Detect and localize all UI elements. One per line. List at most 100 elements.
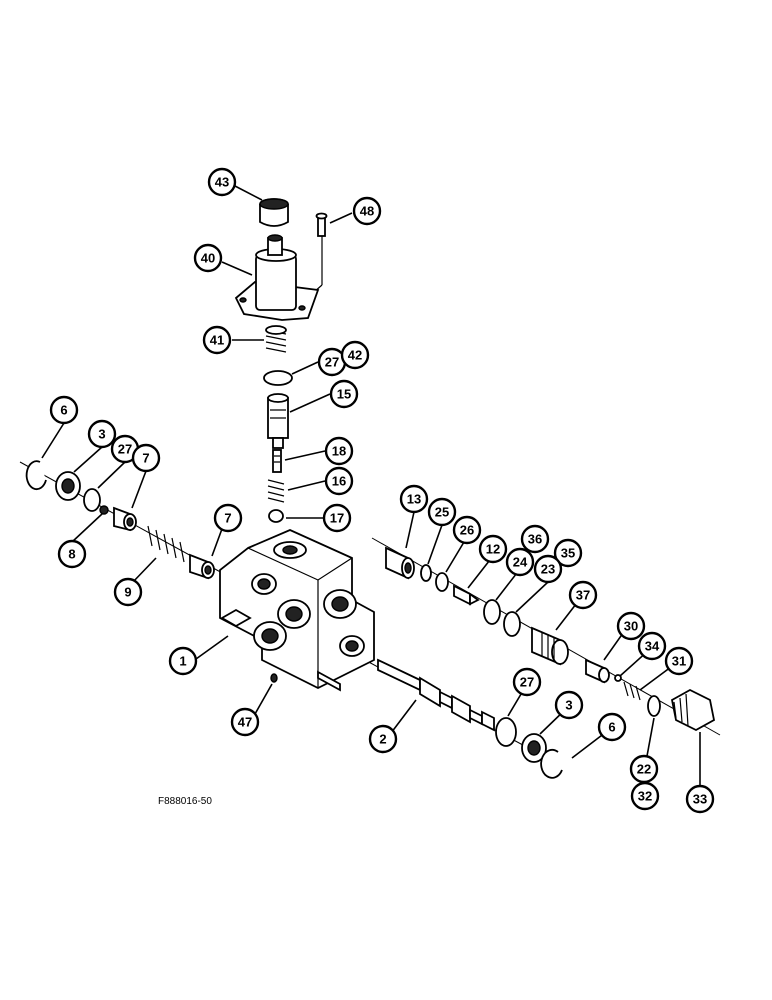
part-30-cap (585, 658, 610, 684)
part-16-spring (267, 479, 285, 503)
callout-bubbles: 43 48 40 41 27 42 15 18 16 17 6 3 27 7 8… (49, 167, 715, 814)
callout-9: 9 (113, 577, 143, 607)
svg-text:42: 42 (348, 348, 362, 363)
part-31-spring (623, 681, 641, 701)
callout-17: 17 (322, 503, 352, 533)
callout-6-lower: 6 (597, 712, 627, 742)
part-15-sleeve (267, 393, 289, 449)
callout-15: 15 (329, 379, 359, 409)
svg-text:23: 23 (541, 562, 555, 577)
callout-7-right: 7 (213, 503, 243, 533)
part-9-spring (147, 525, 185, 563)
callout-13: 13 (399, 484, 429, 514)
callout-23: 23 (533, 554, 563, 584)
svg-text:35: 35 (561, 546, 575, 561)
part-3-plug-left (55, 471, 81, 501)
callout-34: 34 (637, 631, 667, 661)
drawing-code-label: F888016-50 (158, 796, 212, 807)
svg-text:13: 13 (407, 492, 421, 507)
part-43-cap (259, 198, 289, 227)
part-17-poppet (268, 509, 284, 523)
part-1-valve-body (219, 529, 375, 692)
svg-text:36: 36 (528, 532, 542, 547)
part-27-oring-left (83, 488, 101, 512)
part-26-ring (435, 572, 449, 592)
svg-text:12: 12 (486, 542, 500, 557)
part-13-sleeve (385, 546, 415, 580)
callout-3-lower: 3 (554, 690, 584, 720)
part-7-seat-right (189, 553, 215, 580)
svg-text:47: 47 (238, 715, 252, 730)
part-40-solenoid (234, 234, 320, 321)
callout-48: 48 (352, 196, 382, 226)
svg-text:8: 8 (68, 547, 75, 562)
callout-42: 42 (340, 340, 370, 370)
svg-text:9: 9 (124, 585, 131, 600)
callout-32: 32 (630, 781, 660, 811)
callout-16: 16 (324, 466, 354, 496)
svg-text:48: 48 (360, 204, 374, 219)
callout-22: 22 (629, 754, 659, 784)
svg-text:16: 16 (332, 474, 346, 489)
callout-6-left: 6 (49, 395, 79, 425)
callout-8: 8 (57, 539, 87, 569)
callout-18: 18 (324, 436, 354, 466)
svg-text:33: 33 (693, 792, 707, 807)
callout-12: 12 (478, 534, 508, 564)
svg-text:34: 34 (645, 639, 660, 654)
svg-text:40: 40 (201, 251, 215, 266)
callout-27-left: 27 (110, 434, 140, 464)
callout-30: 30 (616, 611, 646, 641)
svg-text:27: 27 (325, 355, 339, 370)
callout-31: 31 (664, 646, 694, 676)
callout-43: 43 (207, 167, 237, 197)
part-23-ring (503, 611, 521, 637)
part-48-screw (304, 212, 328, 301)
part-25-ring (420, 564, 432, 582)
callout-7-left: 7 (131, 443, 161, 473)
svg-text:7: 7 (142, 451, 149, 466)
callout-41: 41 (202, 325, 232, 355)
part-12-poppet (453, 584, 480, 606)
callout-40: 40 (193, 243, 223, 273)
svg-text:41: 41 (210, 333, 224, 348)
part-7-seat-left (113, 506, 137, 532)
part-18-pin (272, 449, 282, 473)
svg-text:43: 43 (215, 175, 229, 190)
part-33-hex-plug (670, 688, 716, 732)
callout-26: 26 (452, 515, 482, 545)
svg-text:32: 32 (638, 789, 652, 804)
callout-33: 33 (685, 784, 715, 814)
svg-text:37: 37 (576, 588, 590, 603)
svg-text:27: 27 (118, 442, 132, 457)
svg-text:1: 1 (179, 654, 186, 669)
svg-text:18: 18 (332, 444, 346, 459)
callout-2: 2 (368, 724, 398, 754)
svg-text:17: 17 (330, 511, 344, 526)
part-2-spool (377, 658, 495, 732)
callout-37: 37 (568, 580, 598, 610)
svg-text:6: 6 (60, 403, 67, 418)
callout-1: 1 (168, 646, 198, 676)
svg-text:26: 26 (460, 523, 474, 538)
callout-47: 47 (230, 707, 260, 737)
svg-text:22: 22 (637, 762, 651, 777)
svg-text:27: 27 (520, 675, 534, 690)
part-41-spring (265, 325, 287, 353)
svg-text:7: 7 (224, 511, 231, 526)
svg-text:31: 31 (672, 654, 686, 669)
svg-text:15: 15 (337, 387, 351, 402)
part-6-snap-ring-left (25, 460, 47, 491)
part-37-plug (531, 626, 569, 666)
part-27-oring-top (263, 370, 293, 386)
callout-27-lower: 27 (512, 667, 542, 697)
part-6-snap-ring-lower (540, 748, 563, 779)
callout-35: 35 (553, 538, 583, 568)
part-8-nut (99, 505, 109, 515)
part-24-oring (483, 599, 501, 625)
callout-36: 36 (520, 524, 550, 554)
svg-text:30: 30 (624, 619, 638, 634)
part-34-ball (614, 674, 622, 682)
svg-text:25: 25 (435, 505, 449, 520)
